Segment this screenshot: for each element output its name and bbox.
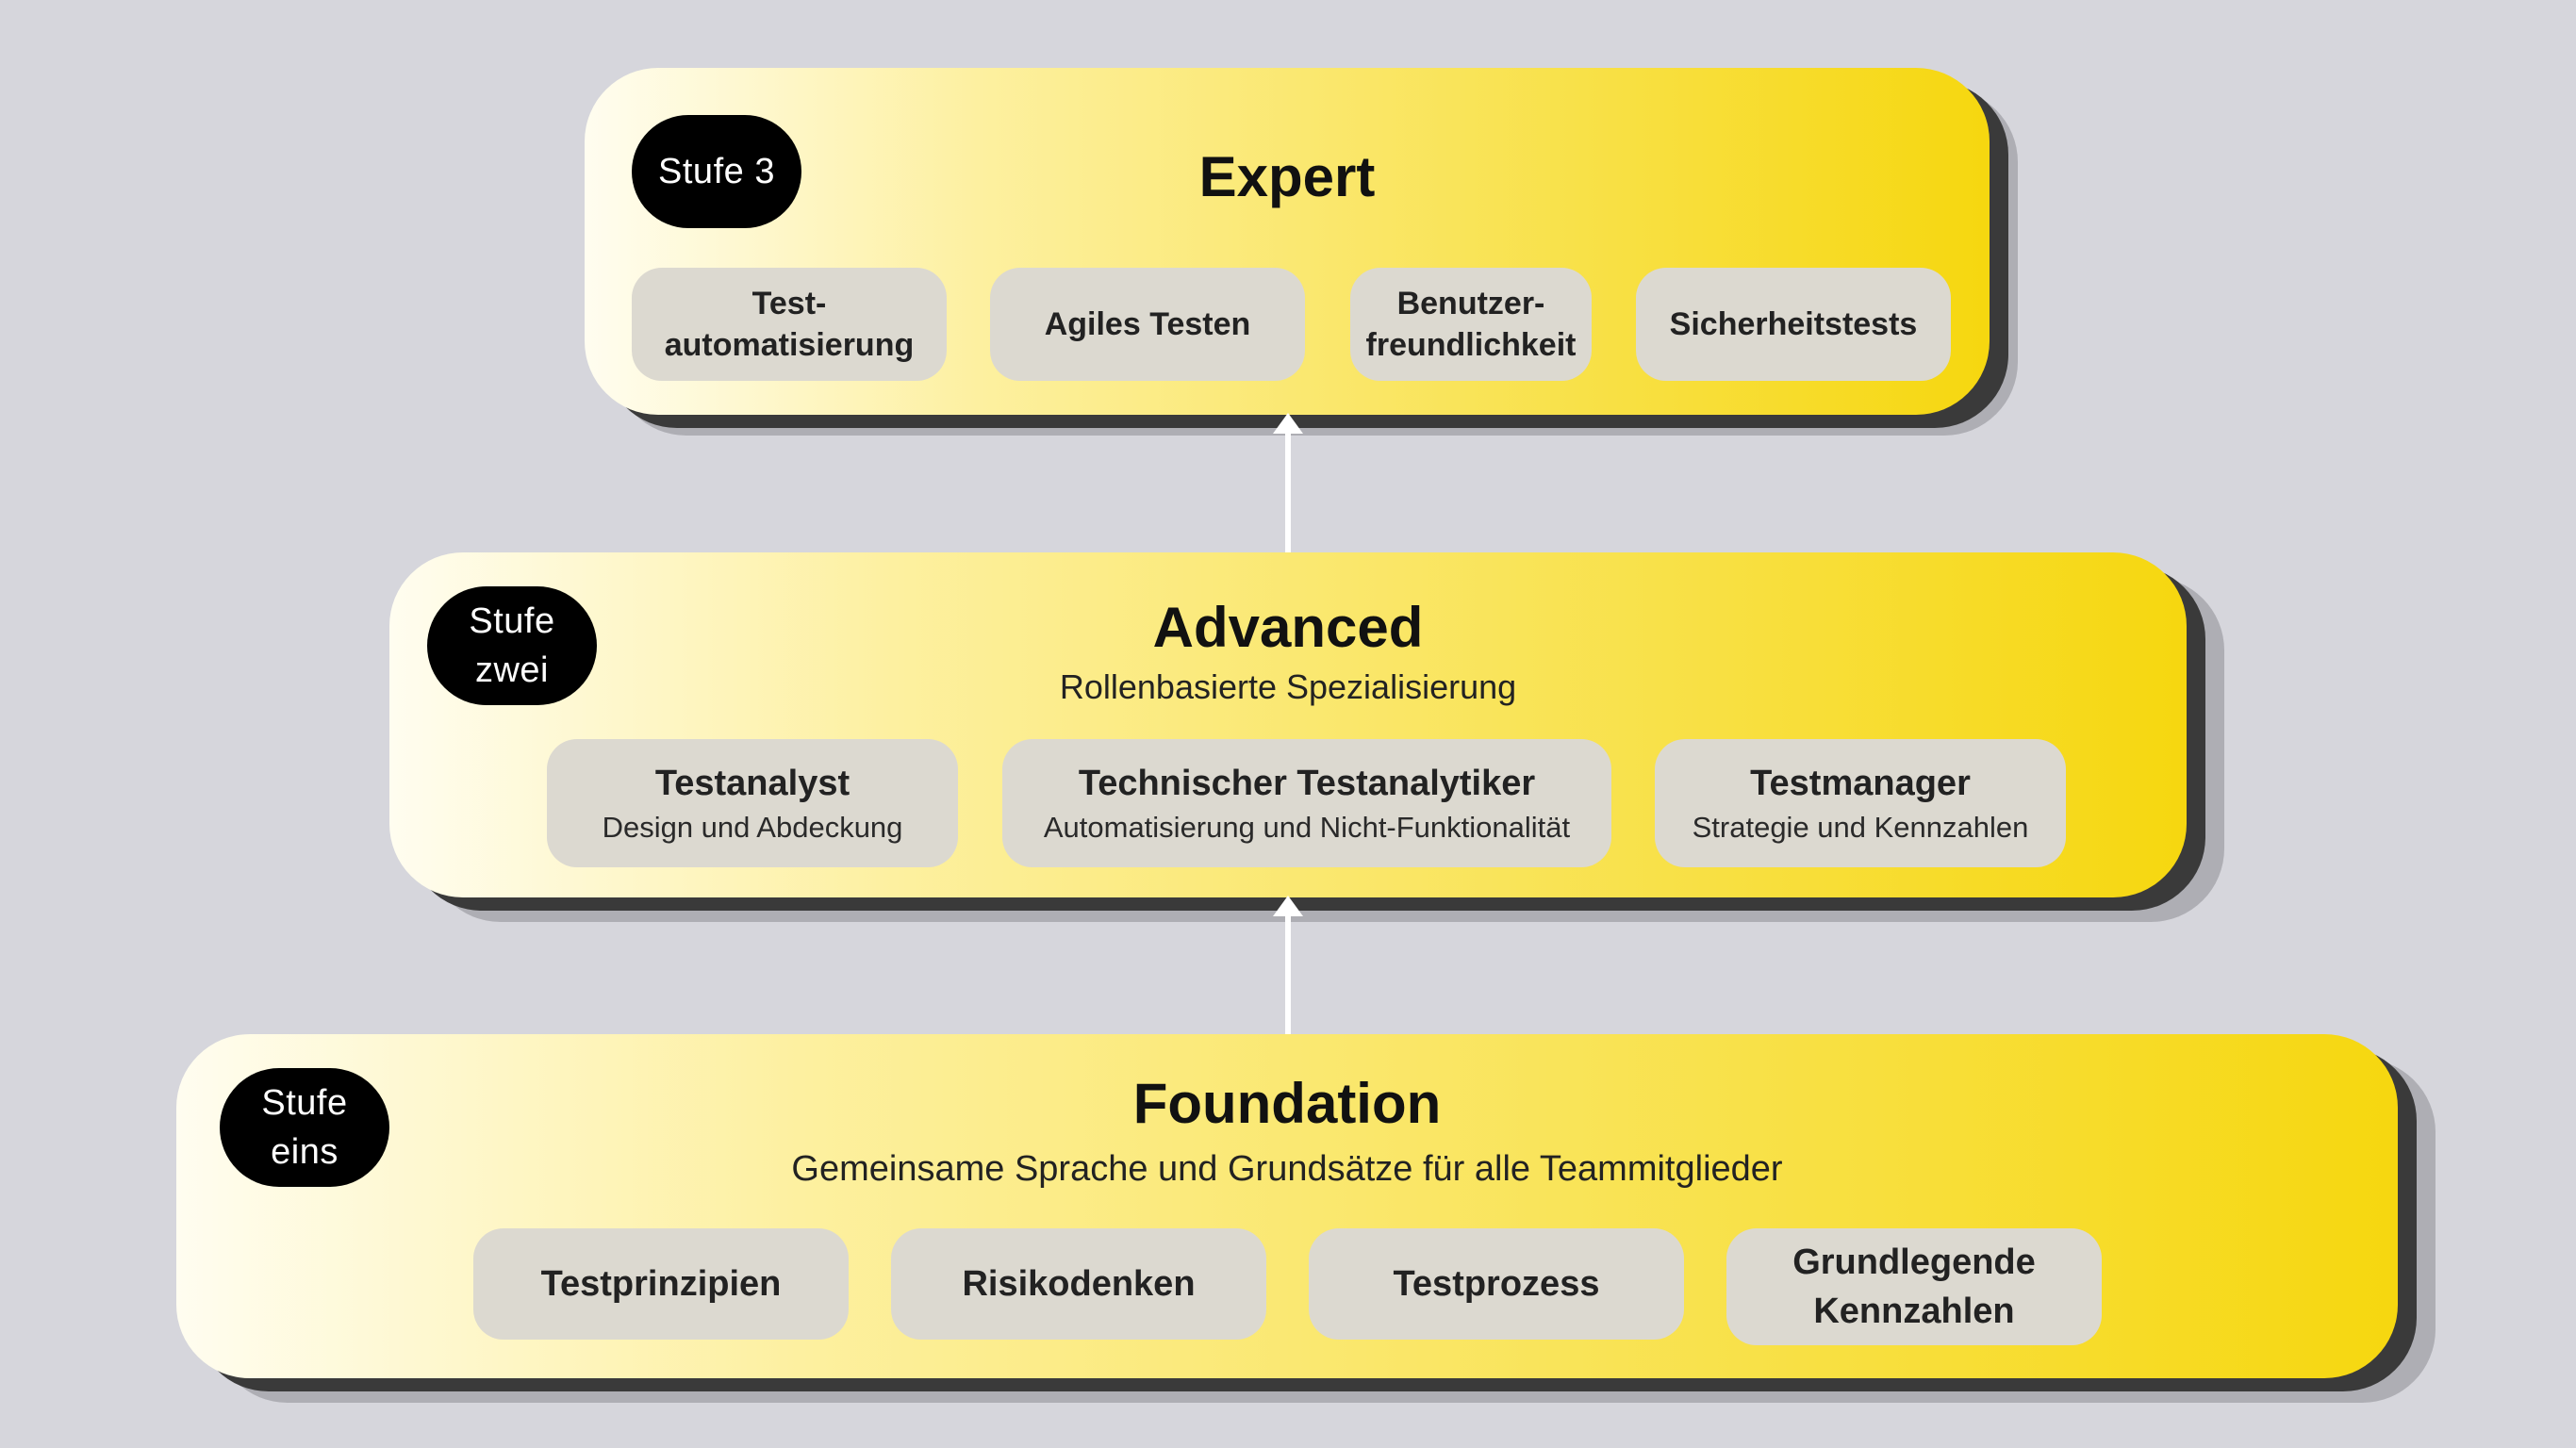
chip-usability: Benutzer- freundlichkeit [1350,268,1592,381]
chip-title: Testprozess [1393,1264,1600,1304]
chip-test-automation: Test- automatisierung [632,268,947,381]
expert-card: Stufe 3 Expert Test- automatisierung Agi… [585,68,1990,415]
chip-title: Sicherheitstests [1669,306,1918,342]
tier-advanced: Stufe zwei Advanced Rollenbasierte Spezi… [389,552,2224,922]
tier-subtitle-advanced: Rollenbasierte Spezialisierung [1059,667,1517,706]
chip-subtitle: Design und Abdeckung [602,811,903,844]
chip-test-process: Testprozess [1309,1228,1684,1340]
chip-basic-metrics: Grundlegende Kennzahlen [1726,1228,2102,1345]
foundation-card: Stufe eins Foundation Gemeinsame Sprache… [176,1034,2398,1378]
tier-subtitle-foundation: Gemeinsame Sprache und Grundsätze für al… [791,1149,1783,1189]
badge-text: Stufe [469,601,555,641]
chip-title: Testprinzipien [540,1264,782,1304]
advanced-card: Stufe zwei Advanced Rollenbasierte Spezi… [389,552,2187,897]
tier-title-advanced: Advanced [1152,596,1424,659]
tier-badge-foundation: Stufe eins [220,1068,389,1187]
tier-badge-advanced: Stufe zwei [427,586,597,705]
chip-test-manager: Testmanager Strategie und Kennzahlen [1655,739,2066,867]
chip-title: Test- automatisierung [664,286,915,363]
chip-title: Risikodenken [962,1264,1196,1304]
chip-title: Technischer Testanalytiker [1078,764,1536,803]
chip-test-analyst: Testanalyst Design und Abdeckung [547,739,958,867]
tier-foundation: Stufe eins Foundation Gemeinsame Sprache… [176,1034,2436,1403]
chip-subtitle: Strategie und Kennzahlen [1692,811,2029,844]
chip-title: Benutzer- freundlichkeit [1365,286,1577,363]
chip-title: Agiles Testen [1044,306,1251,342]
tier-expert: Stufe 3 Expert Test- automatisierung Agi… [585,68,2018,436]
badge-text: eins [271,1132,339,1172]
chip-agile-testing: Agiles Testen [990,268,1305,381]
chip-title: Testmanager [1750,764,1971,803]
badge-text: zwei [474,650,550,690]
chip-title: Grundlegende Kennzahlen [1792,1242,2036,1331]
chip-title: Testanalyst [654,764,850,803]
chip-test-principles: Testprinzipien [473,1228,849,1340]
chip-risk-thinking: Risikodenken [891,1228,1266,1340]
chip-subtitle: Automatisierung und Nicht-Funktionalität [1043,811,1571,844]
arrow-foundation-to-advanced [1273,896,1303,1035]
badge-text: Stufe 3 [658,152,775,191]
tier-title-foundation: Foundation [1132,1072,1442,1135]
tier-title-expert: Expert [1198,145,1376,208]
chip-security-testing: Sicherheitstests [1636,268,1951,381]
badge-text: Stufe [261,1083,348,1123]
tier-badge-expert: Stufe 3 [632,115,801,228]
chip-technical-test-analyst: Technischer Testanalytiker Automatisieru… [1002,739,1611,867]
arrow-advanced-to-expert [1273,413,1303,552]
